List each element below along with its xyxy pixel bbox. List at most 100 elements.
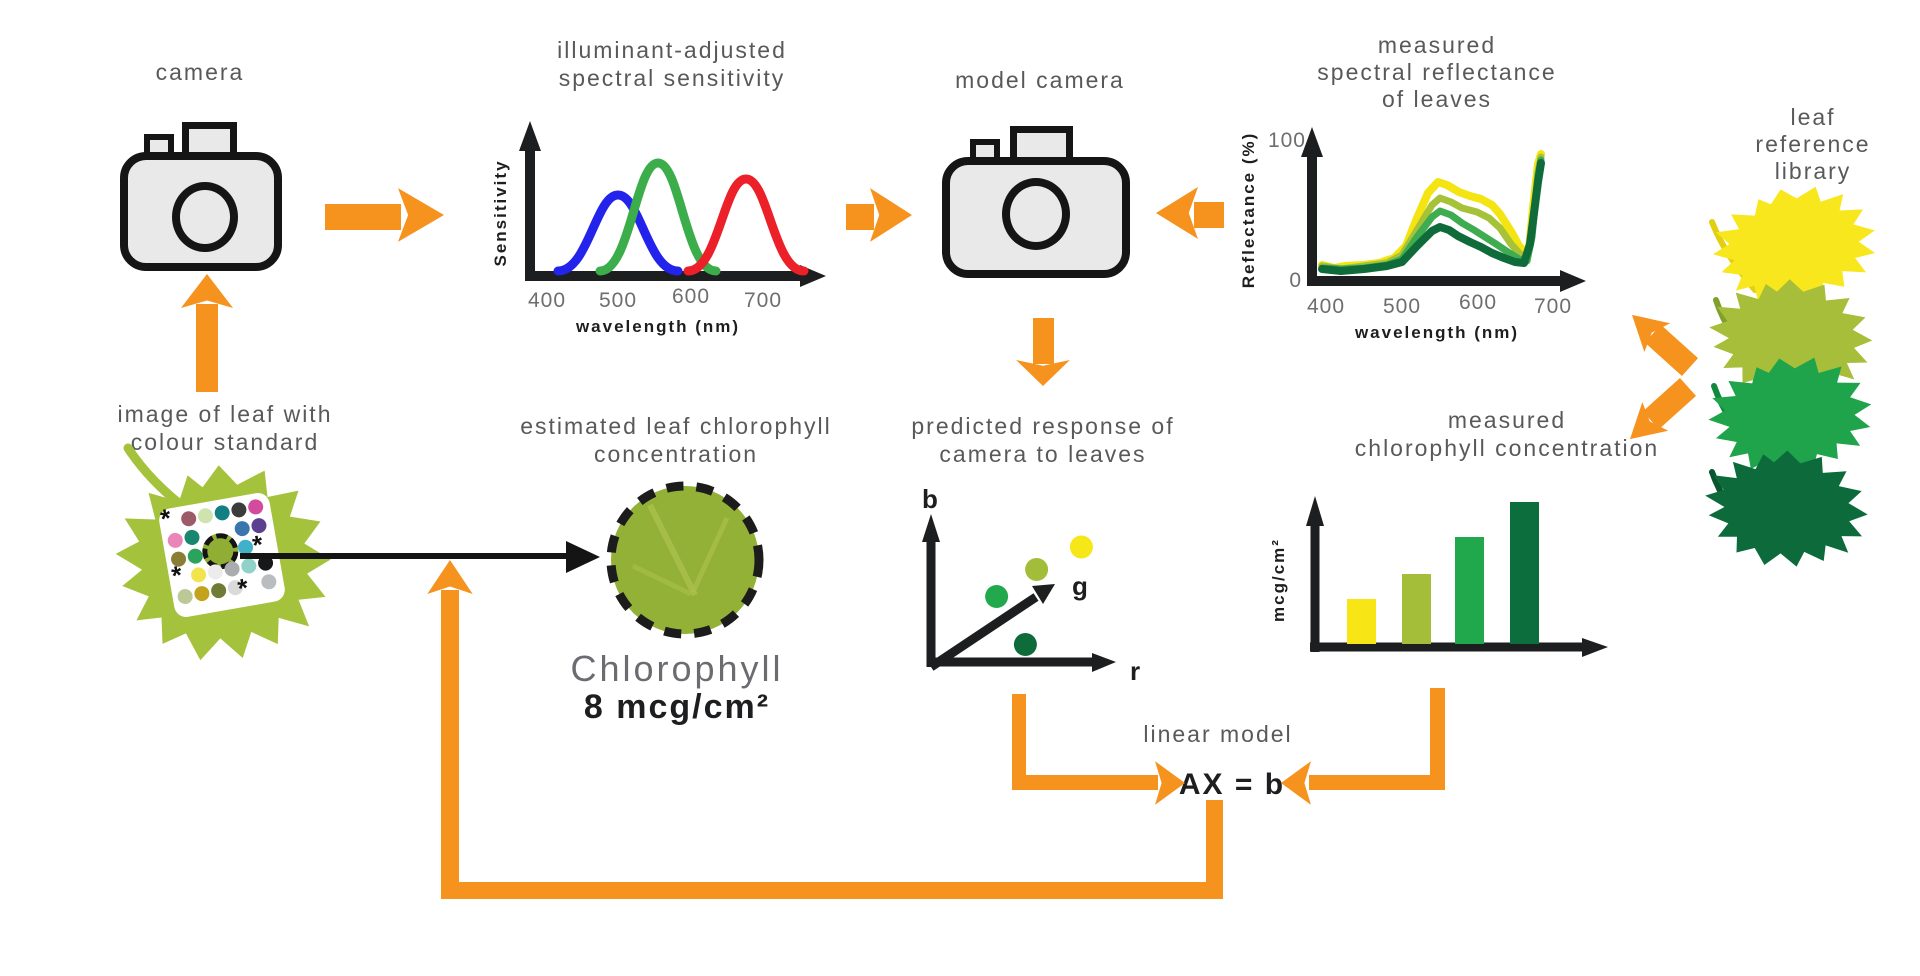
green-sensitivity-curve [595, 158, 721, 276]
yellow-leaf-stem [1709, 219, 1758, 293]
tick-500: 500 [599, 289, 637, 312]
pipe-loop-bottom [441, 882, 1223, 899]
reflectance-y-label: Reflectance (%) [1239, 132, 1258, 289]
sensitivity-y-label: Sensitivity [491, 159, 510, 266]
card-colour-dot [183, 528, 201, 547]
card-colour-dot [233, 519, 251, 538]
pipe-bar-down [1430, 688, 1445, 790]
dark-green-leaf-stem [1709, 469, 1759, 545]
arrow-camera-to-sensitivity-head-icon [398, 188, 444, 242]
arrow-leafimage-to-camera [196, 304, 218, 392]
card-colour-dot [230, 501, 248, 519]
pipe-equation-down [1206, 800, 1223, 899]
r-axis-label: r [1130, 656, 1140, 686]
card-asterisk-mark: * [169, 559, 185, 591]
scatter-dots [985, 535, 1093, 656]
card-colour-dot [246, 498, 265, 516]
reflectance-x-label: wavelength (nm) [1354, 323, 1519, 342]
card-colour-dot [260, 573, 278, 591]
y-axis-arrow-icon [1301, 127, 1323, 157]
blue-sensitivity-curve [553, 190, 683, 276]
scatter-dot-yellow-green-leaf [1025, 558, 1049, 581]
x-axis-arrow-icon [1582, 638, 1608, 657]
tick-600: 600 [672, 285, 710, 308]
bar-chart-bars [1260, 460, 1620, 680]
library-leaf-dark-green [1697, 441, 1875, 577]
arrow-sensitivity-to-model-head-icon [870, 188, 912, 242]
chlorophyll-result-label: Chlorophyll [570, 648, 784, 689]
estimated-chlorophyll-circle [606, 481, 764, 639]
equation-label: AX = b [1178, 768, 1286, 801]
tick-700: 700 [1534, 295, 1572, 318]
scatter-dot-dark-green-leaf [1013, 633, 1037, 656]
bar-green-leaf [1455, 537, 1484, 644]
arrow-reflectance-to-model-head-icon [1156, 186, 1198, 240]
tick-600: 600 [1459, 291, 1497, 314]
card-colour-dot [176, 587, 194, 606]
rgb-scatter-chart: b g r [922, 484, 1140, 686]
card-colour-dot [209, 581, 228, 600]
reflectance-chart: 100 0 Reflectance (%) 400 500 600 700 wa… [1239, 127, 1586, 342]
green-reflectance-curve [1318, 156, 1545, 273]
y-axis-arrow-icon [1306, 496, 1324, 526]
card-colour-dot [193, 584, 211, 603]
dashed-sample-circle [606, 481, 764, 639]
predicted-title: predicted response of camera to leaves [911, 413, 1175, 467]
library-leaf-yellow-green [1703, 272, 1877, 403]
card-asterisk-mark: * [235, 572, 251, 604]
tick-0: 0 [1289, 269, 1302, 292]
pipe-scatter-down [1012, 694, 1026, 789]
leaf-image-title: image of leaf with colour standard [117, 401, 333, 455]
bar-chart-axes: mcg/cm² [1269, 496, 1608, 657]
arrow-loop-to-estimated-head-icon [427, 560, 473, 594]
tick-500: 500 [1383, 295, 1421, 318]
bar-dark-green-leaf [1510, 502, 1539, 644]
sensitivity-x-label: wavelength (nm) [575, 317, 740, 336]
pipe-scatter-right [1012, 775, 1158, 790]
arrow-sensitivity-to-model [846, 204, 874, 230]
leaf-vein-streaks [631, 503, 730, 597]
tick-400: 400 [1307, 295, 1345, 318]
yellow-green-leaf-stem [1713, 297, 1763, 375]
bar-y-label: mcg/cm² [1269, 538, 1288, 622]
tick-700: 700 [744, 289, 782, 312]
dark-green-reflectance-curve [1318, 159, 1545, 275]
pipe-loop-up [441, 590, 459, 886]
linear-model-label: linear model [1143, 721, 1293, 747]
estimated-title: estimated leaf chlorophyll concentration [520, 413, 832, 467]
library-leaf-green [1703, 350, 1877, 482]
g-axis-label: g [1072, 571, 1088, 601]
green-leaf-stem [1711, 383, 1761, 461]
leaf-library-title: leaf reference library [1755, 104, 1871, 184]
pipe-bar-left [1309, 775, 1445, 790]
model-camera-lens [1002, 178, 1070, 250]
leaf-stem [123, 443, 195, 517]
sample-connector-arrow-icon [566, 541, 600, 573]
y-axis-arrow-icon [519, 121, 541, 151]
camera-lens [172, 182, 238, 252]
model-camera-body [942, 157, 1130, 278]
sensitivity-chart: Sensitivity 400 500 600 700 wavelength (… [491, 121, 826, 336]
card-asterisk-mark: * [158, 502, 174, 534]
model-camera-label: model camera [955, 67, 1125, 93]
arrow-camera-to-sensitivity [325, 204, 401, 230]
scatter-dot-yellow-leaf [1069, 535, 1093, 559]
r-axis-arrow-icon [1092, 653, 1116, 672]
scatter-dot-green-leaf [985, 585, 1009, 608]
x-axis-arrow-icon [1560, 270, 1586, 292]
card-colour-dot [180, 510, 198, 528]
measured-chl-title: measured chlorophyll concentration measu… [1354, 407, 1660, 461]
g-axis-arrow-icon [1032, 584, 1055, 604]
bar-yellow-leaf [1347, 599, 1376, 644]
card-colour-dot [166, 531, 184, 550]
camera-label: camera [155, 59, 245, 85]
arrow-reflectance-to-model [1194, 202, 1224, 228]
arrow-model-to-predicted [1033, 318, 1054, 364]
sample-connector-line [240, 553, 570, 559]
card-colour-dot [213, 504, 231, 522]
b-axis-label: b [922, 484, 938, 514]
b-axis-arrow-icon [922, 514, 940, 542]
card-asterisk-mark: * [250, 528, 266, 561]
card-colour-dot [189, 566, 208, 584]
